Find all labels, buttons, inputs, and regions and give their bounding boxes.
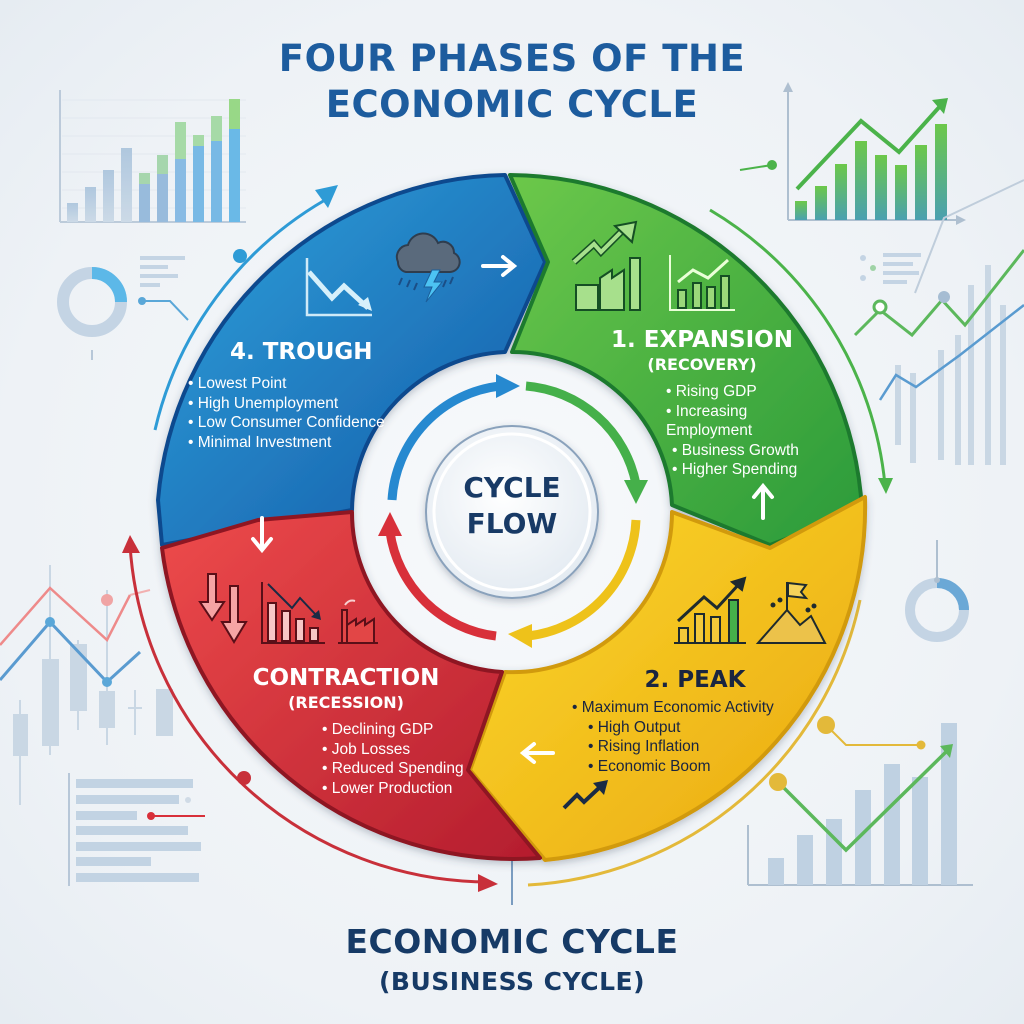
phase-contraction: CONTRACTION (RECESSION) Declining GDP Jo… [226,664,466,798]
contraction-subtitle: (RECESSION) [288,693,404,712]
outer-ring-arrows [122,185,893,905]
trend-up-icon [562,780,608,810]
center-line-1: CYCLE [463,471,561,504]
bar-chart-down-icon [261,582,325,644]
list-item: Reduced Spending [322,759,466,779]
list-item: Minimal Investment [188,433,398,453]
peak-bar-chart-up-icon [674,576,747,644]
bg-donut-top-left [57,256,189,360]
footer-title: ECONOMIC CYCLE (BUSINESS CYCLE) [0,922,1024,1002]
list-item: Low Consumer Confidence [188,413,398,433]
double-down-arrows-icon [198,573,248,644]
contraction-list: Declining GDP Job Losses Reduced Spendin… [226,720,466,798]
phase-trough: 4. TROUGH Lowest Point High Unemployment… [188,338,398,452]
list-item: Rising GDP [666,382,812,402]
trough-title: 4. TROUGH [230,339,373,365]
page-title: FOUR PHASES OF THE ECONOMIC CYCLE [0,36,1024,128]
contraction-title: CONTRACTION [252,665,440,691]
list-item: High Output [572,718,802,738]
title-line-2: ECONOMIC CYCLE [325,83,699,126]
bg-list-bars-bottom-left [68,773,205,886]
expansion-list: Rising GDP Increasing Employment Busines… [592,382,812,480]
trough-list: Lowest Point High Unemployment Low Consu… [188,374,398,452]
footer-line-1: ECONOMIC CYCLE [345,922,679,961]
peak-title: 2. PEAK [644,667,746,693]
list-item: Economic Boom [572,757,802,777]
segment-peak[interactable] [468,495,868,862]
bg-bar-chart-top-left [59,90,246,223]
storm-cloud-icon [395,232,461,303]
list-item: Increasing Employment [666,402,812,441]
bg-bar-chart-top-right [739,82,966,225]
phase-expansion: 1. EXPANSION (RECOVERY) Rising GDP Incre… [592,326,812,480]
arrow-left-icon [519,742,555,764]
center-hub [425,425,599,599]
center-label: CYCLE FLOW [432,470,592,542]
list-item: Lowest Point [188,374,398,394]
factory-growth-icon [571,220,641,311]
factory-icon [338,599,378,644]
list-item: High Unemployment [188,394,398,414]
phase-peak: 2. PEAK Maximum Economic Activity High O… [572,666,802,776]
list-item: Maximum Economic Activity [572,698,802,718]
expansion-subtitle: (RECOVERY) [647,355,757,374]
list-item: Declining GDP [322,720,466,740]
arrow-right-icon [481,255,518,277]
center-line-2: FLOW [466,507,558,540]
list-item: Job Losses [322,740,466,760]
list-item: Higher Spending [666,460,812,480]
mountain-flag-icon [755,581,827,644]
list-item: Rising Inflation [572,737,802,757]
title-line-1: FOUR PHASES OF THE [278,37,746,80]
bar-chart-up-icon [669,255,735,311]
expansion-title: 1. EXPANSION [611,327,793,353]
line-chart-down-icon [305,258,372,317]
bg-candlestick-chart-left [0,565,173,805]
arrow-up-icon [752,482,774,520]
bg-line-chart-right [853,179,1024,465]
inner-cycle-arrows [378,374,648,648]
list-item: Business Growth [666,441,812,461]
peak-list: Maximum Economic Activity High Output Ri… [572,698,802,776]
list-item: Lower Production [322,779,466,799]
footer-line-2: (BUSINESS CYCLE) [378,967,646,996]
bg-bar-chart-bottom-right [747,540,973,886]
arrow-down-icon [251,516,273,554]
